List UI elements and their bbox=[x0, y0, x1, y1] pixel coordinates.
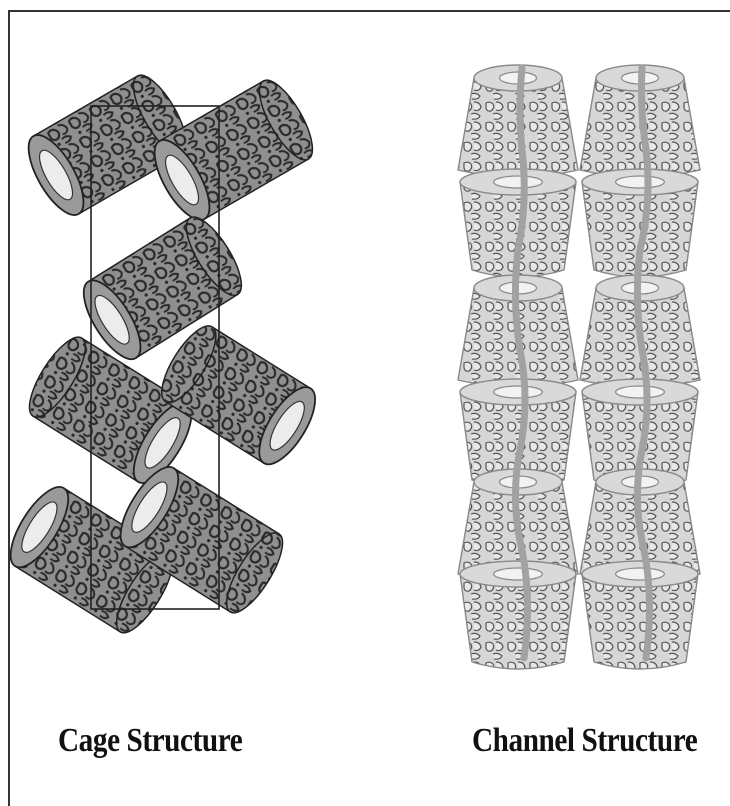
channel-structure-diagram bbox=[458, 65, 700, 669]
cage-structure-caption: Cage Structure bbox=[58, 722, 242, 760]
cage-cyclodextrin-4 bbox=[19, 330, 202, 492]
channel-structure-caption: Channel Structure bbox=[472, 722, 697, 760]
channel-cyclodextrin-lower-1-3 bbox=[460, 561, 576, 669]
channel-cyclodextrin-lower-2-3 bbox=[582, 561, 698, 669]
cage-structure-diagram bbox=[0, 68, 326, 640]
cage-cyclodextrin-2 bbox=[144, 73, 322, 228]
